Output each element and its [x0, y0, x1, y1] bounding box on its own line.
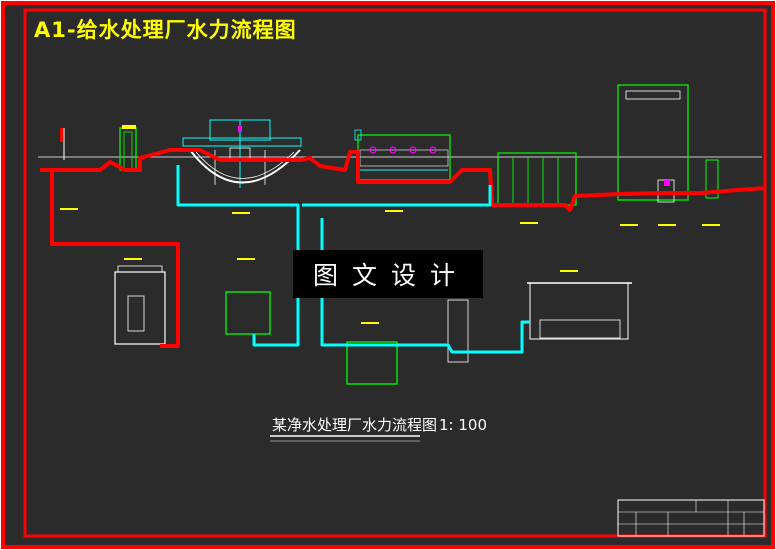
pump-house: [617, 84, 719, 203]
cyan-pipe-2: [302, 185, 492, 207]
distribution-building: [447, 282, 632, 363]
caption-text: 某净水处理厂水力流程图: [272, 416, 438, 434]
storage-tank-1: [225, 291, 271, 335]
sludge-building: [114, 265, 166, 345]
title-block: [617, 499, 765, 537]
scale-label: 1: 100: [439, 416, 488, 434]
cyan-pipe-3: [320, 218, 530, 354]
annotation-marks: [60, 208, 720, 324]
watermark: 图文设计: [293, 250, 483, 298]
inner-frame: [23, 8, 767, 538]
main-water-line: [40, 148, 766, 212]
sheet-title: A1-给水处理厂水力流程图: [34, 18, 297, 42]
storage-tank-2: [346, 341, 398, 385]
drain-line: [50, 172, 180, 348]
